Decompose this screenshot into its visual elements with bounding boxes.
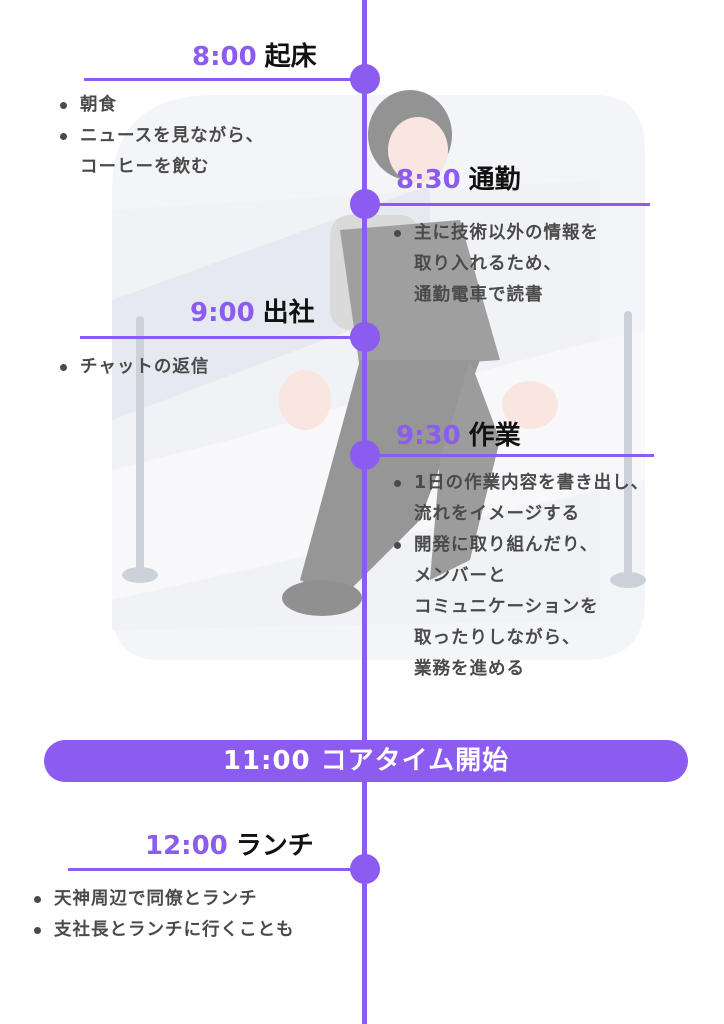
timeline-spine	[362, 0, 367, 1024]
timeline-title: 通勤	[468, 165, 521, 195]
timeline-dot	[350, 322, 380, 352]
timeline-dot	[350, 189, 380, 219]
timeline-connector	[364, 203, 650, 206]
timeline-connector	[80, 336, 366, 339]
timeline-items-wakeup: 朝食 ニュースを見ながら、 コーヒーを飲む	[58, 90, 264, 183]
timeline-dot	[350, 440, 380, 470]
list-item: ニュースを見ながら、 コーヒーを飲む	[58, 121, 264, 183]
list-item: 支社長とランチに行くことも	[32, 915, 295, 946]
list-item: 天神周辺で同僚とランチ	[32, 884, 295, 915]
list-item: 主に技術以外の情報を 取り入れるため、 通勤電車で読書	[392, 218, 599, 311]
timeline-title: ランチ	[235, 831, 314, 861]
timeline-title: 作業	[468, 421, 521, 451]
timeline-time: 9:00	[190, 298, 255, 328]
timeline-time: 9:30	[396, 421, 461, 451]
timeline-connector	[84, 78, 366, 81]
timeline-items-lunch: 天神周辺で同僚とランチ 支社長とランチに行くことも	[32, 884, 295, 946]
timeline-connector	[68, 868, 366, 871]
timeline-title: 出社	[262, 298, 315, 328]
timeline-items-arrival: チャットの返信	[58, 352, 209, 383]
timeline-time: 8:00	[192, 42, 257, 72]
timeline-dot	[350, 854, 380, 884]
list-item: 1日の作業内容を書き出し、 流れをイメージする	[392, 468, 649, 530]
timeline-connector	[364, 454, 654, 457]
timeline-dot	[350, 64, 380, 94]
timeline-items-commute: 主に技術以外の情報を 取り入れるため、 通勤電車で読書	[392, 218, 599, 311]
timeline-items-work: 1日の作業内容を書き出し、 流れをイメージする 開発に取り組んだり、 メンバーと…	[392, 468, 649, 685]
core-time-banner: 11:00 コアタイム開始	[44, 740, 688, 782]
list-item: 開発に取り組んだり、 メンバーと コミュニケーションを 取ったりしながら、 業務…	[392, 530, 649, 685]
list-item: 朝食	[58, 90, 264, 121]
timeline-time: 12:00	[145, 831, 228, 861]
list-item: チャットの返信	[58, 352, 209, 383]
timeline-title: 起床	[264, 42, 317, 72]
timeline-time: 8:30	[396, 165, 461, 195]
